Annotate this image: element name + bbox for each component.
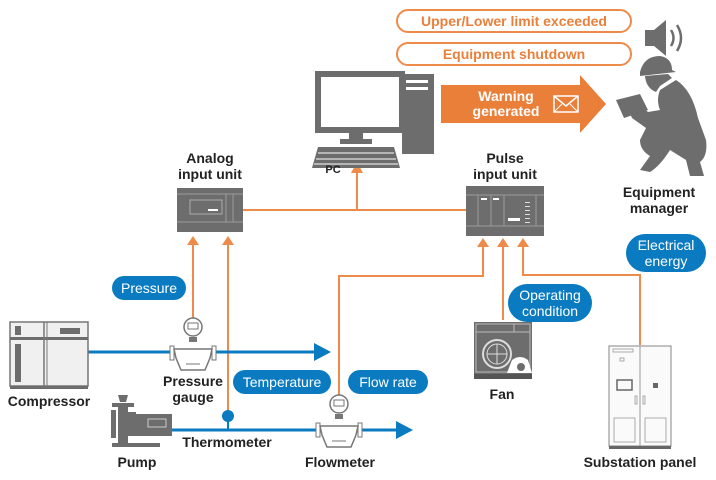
arrow-pulse-3 (517, 238, 529, 247)
flowmeter-icon (315, 394, 363, 448)
equipment-manager-icon (616, 56, 707, 176)
fan-icon (474, 322, 532, 379)
pressure-gauge-line1: Pressure (163, 373, 223, 389)
pump-label: Pump (117, 454, 157, 470)
operating-line2: condition (521, 303, 579, 319)
arrow-pulse-1 (477, 238, 489, 247)
pump-icon (111, 395, 172, 447)
pulse-line2: input unit (473, 166, 537, 182)
electrical-line2: energy (644, 253, 688, 269)
equipment-manager-label: Equipment manager (614, 184, 704, 216)
alert-equipment-shutdown: Equipment shutdown (396, 42, 632, 66)
thermometer-label: Thermometer (182, 434, 272, 450)
manager-line1: Equipment (622, 184, 696, 200)
warning-line1: Warning (478, 88, 534, 104)
electrical-energy-signal-badge: Electrical energy (626, 234, 706, 272)
compressor-icon (9, 321, 89, 389)
thermometer-icon (222, 410, 234, 422)
electrical-line1: Electrical (637, 237, 695, 253)
operating-condition-signal-badge: Operating condition (508, 284, 592, 322)
air-pipe-arrow (314, 343, 331, 361)
warning-generated-label: Warning generated (464, 89, 548, 119)
pressure-gauge-icon (169, 317, 217, 371)
arrow-pulse-2 (497, 238, 509, 247)
pressure-signal-badge: Pressure (112, 276, 186, 300)
pc-label: PC (325, 164, 341, 176)
analog-line2: input unit (178, 166, 242, 182)
analog-input-unit-label: Analog input unit (168, 150, 252, 182)
warning-line2: generated (472, 103, 540, 119)
pc-icon (312, 71, 434, 168)
pulse-input-unit-label: Pulse input unit (463, 150, 547, 182)
fan-label: Fan (489, 386, 515, 402)
energy-signal (522, 246, 641, 345)
flowmeter-label: Flowmeter (304, 454, 375, 470)
substation-panel-icon (608, 345, 672, 449)
pressure-gauge-line2: gauge (172, 389, 214, 405)
substation-panel-label: Substation panel (583, 454, 697, 470)
arrow-analog-1 (187, 236, 199, 245)
warning-arrow (441, 75, 606, 133)
speaker-icon (645, 20, 683, 56)
pulse-line1: Pulse (486, 150, 524, 166)
mail-icon (553, 95, 579, 113)
compressor-label: Compressor (7, 393, 91, 409)
pressure-gauge-label: Pressure gauge (155, 373, 231, 405)
flow-signal (338, 246, 484, 395)
temperature-signal-badge: Temperature (233, 370, 331, 394)
analog-input-unit-icon (177, 188, 243, 232)
alert-limit-exceeded-text: Upper/Lower limit exceeded (421, 13, 607, 29)
arrow-analog-2 (222, 236, 234, 245)
alert-limit-exceeded: Upper/Lower limit exceeded (396, 9, 632, 33)
water-pipe-arrow (396, 421, 413, 439)
signal-arrowheads (187, 162, 529, 247)
operating-line1: Operating (519, 287, 581, 303)
flow-rate-signal-badge: Flow rate (348, 370, 428, 394)
analog-line1: Analog (186, 150, 234, 166)
signal-lines (192, 172, 641, 410)
manager-line2: manager (629, 200, 689, 216)
alert-equipment-shutdown-text: Equipment shutdown (442, 46, 586, 62)
pulse-input-unit-icon (466, 186, 544, 236)
